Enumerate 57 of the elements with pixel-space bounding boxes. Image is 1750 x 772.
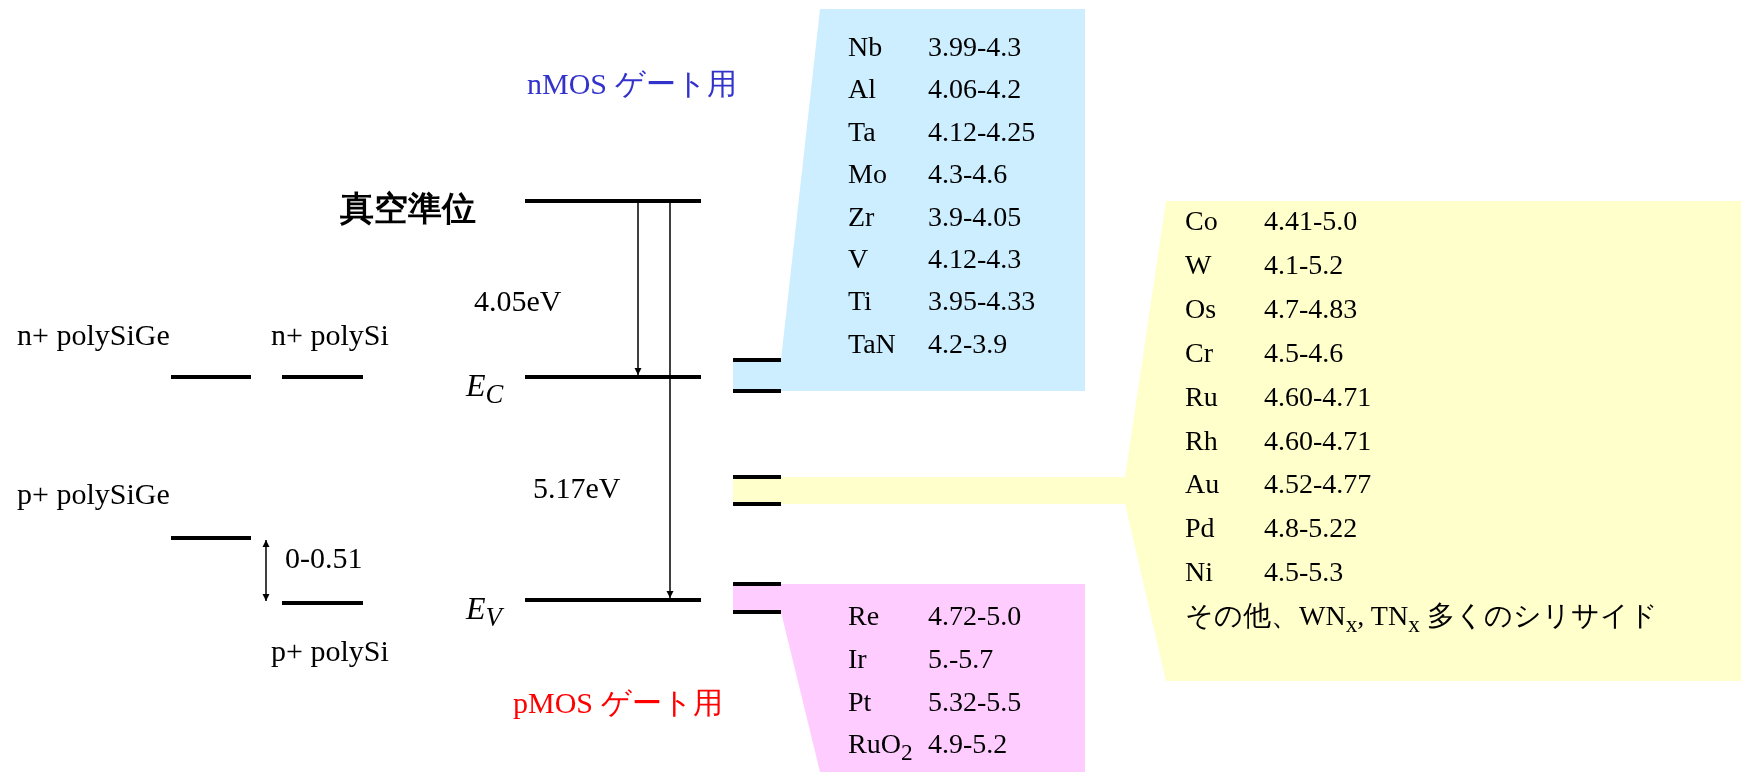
- work-function-value: 4.2-3.9: [928, 329, 1008, 358]
- work-function-value: 4.5-4.6: [1264, 338, 1344, 367]
- metal-name: V: [848, 245, 869, 273]
- metal-name: Co: [1185, 207, 1218, 235]
- level-label: p+ polySi: [271, 636, 389, 666]
- metal-name: Ni: [1185, 558, 1213, 587]
- metal-name: その他、WN$_{x}$, TN$_{x}$ 多くのシリサイド: [1185, 602, 1658, 636]
- work-function-value: 4.72-5.0: [928, 602, 1022, 630]
- work-function-value: 4.60-4.71: [1264, 426, 1372, 455]
- work-function-value: 4.06-4.2: [928, 75, 1022, 104]
- metal-name: Al: [848, 75, 876, 104]
- work-function-value: 5.-5.7: [928, 644, 994, 673]
- metal-name: Zr: [848, 202, 875, 231]
- work-function-value: 4.8-5.22: [1264, 514, 1358, 543]
- double-arrow: [262, 539, 270, 602]
- edge-label: 5.17eV: [533, 473, 621, 503]
- work-function-value: 5.32-5.5: [928, 687, 1022, 716]
- level-label: n+ polySi: [271, 320, 389, 350]
- work-function-value: 4.9-5.2: [928, 730, 1008, 759]
- work-function-value: 4.7-4.83: [1264, 294, 1358, 323]
- level-label: 真空準位: [340, 191, 476, 225]
- work-function-value: 4.41-5.0: [1264, 207, 1358, 235]
- metal-name: Re: [848, 602, 880, 630]
- edge-label: 0-0.51: [285, 543, 363, 573]
- metal-name: TaN: [848, 329, 896, 358]
- panel-heading: pMOS ゲート用: [513, 688, 723, 718]
- metal-name: RuO$_{2}$: [848, 730, 913, 765]
- work-function-value: 3.99-4.3: [928, 33, 1022, 61]
- metal-name: Ti: [848, 287, 872, 316]
- metal-name: Au: [1185, 470, 1220, 499]
- metal-name: Nb: [848, 33, 883, 61]
- work-function-value: 4.5-5.3: [1264, 558, 1344, 587]
- metal-name: W: [1185, 250, 1212, 279]
- work-function-value: 4.12-4.3: [928, 245, 1022, 273]
- work-function-value: 4.3-4.6: [928, 160, 1008, 189]
- metal-name: Ir: [848, 644, 867, 673]
- metal-name: Pd: [1185, 514, 1215, 543]
- metal-name: Ta: [848, 117, 876, 146]
- metal-name: Rh: [1185, 426, 1218, 455]
- work-function-value: 3.95-4.33: [928, 287, 1036, 316]
- level-label: p+ polySiGe: [17, 479, 170, 509]
- level-label: E$_{C}$: [466, 369, 504, 409]
- work-function-value: 4.60-4.71: [1264, 382, 1372, 411]
- level-label: n+ polySiGe: [17, 320, 170, 350]
- work-function-value: 4.12-4.25: [928, 117, 1036, 146]
- work-function-value: 3.9-4.05: [928, 202, 1022, 231]
- metal-name: Pt: [848, 687, 872, 716]
- edge-label: 4.05eV: [474, 286, 562, 316]
- metal-name: Ru: [1185, 382, 1218, 411]
- metal-name: Cr: [1185, 338, 1213, 367]
- work-function-value: 4.1-5.2: [1264, 250, 1344, 279]
- arrow: [634, 202, 642, 376]
- work-function-value: 4.52-4.77: [1264, 470, 1372, 499]
- arrow: [666, 202, 674, 599]
- metal-name: Mo: [848, 160, 887, 189]
- panel-heading: nMOS ゲート用: [527, 69, 737, 99]
- metal-name: Os: [1185, 294, 1217, 323]
